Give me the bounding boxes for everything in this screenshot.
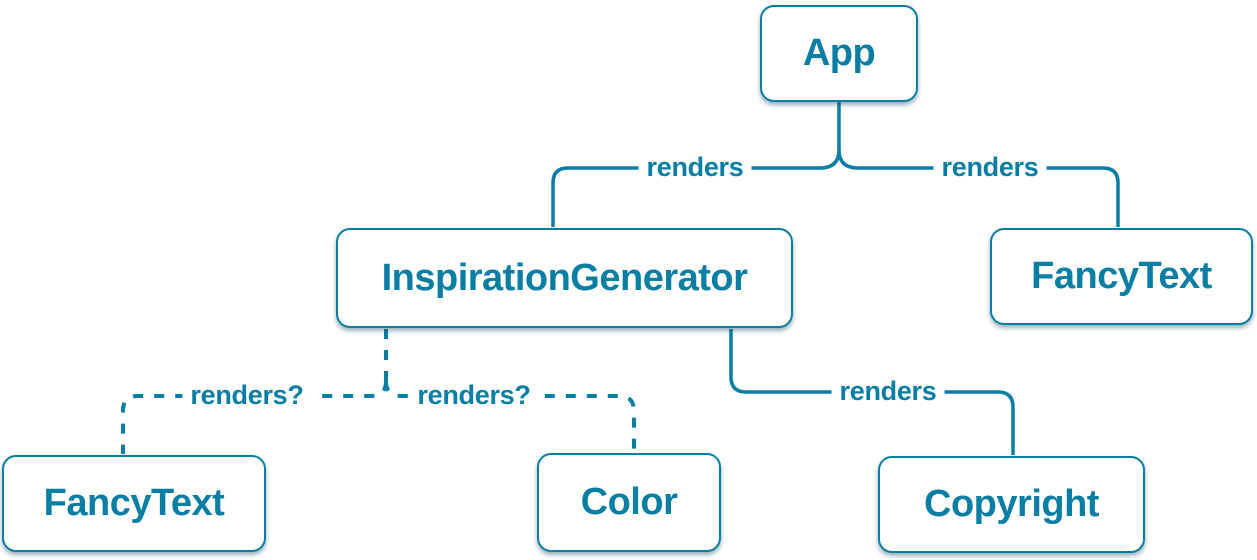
node-fancy-text-top: FancyText <box>990 228 1253 325</box>
node-fancy-text-bottom: FancyText <box>2 455 266 552</box>
edge-label-inspiration-generator-copyright: renders <box>831 376 945 407</box>
node-copyright: Copyright <box>878 456 1145 553</box>
node-app: App <box>760 5 918 102</box>
node-color: Color <box>537 453 721 552</box>
edge-label-app-inspiration-generator: renders <box>638 152 752 183</box>
edge-label-inspiration-generator-color: renders? <box>409 380 539 411</box>
node-app-label: App <box>802 32 876 74</box>
edge-inspiration-generator-to-fancy-text-dashed <box>121 380 388 454</box>
node-fancy-text-top-label: FancyText <box>1031 255 1212 297</box>
node-fancy-text-bottom-label: FancyText <box>43 482 225 524</box>
node-copyright-label: Copyright <box>924 483 1099 525</box>
edge-inspiration-generator-to-color-dashed <box>384 380 636 451</box>
edge-label-inspiration-generator-fancy-text: renders? <box>182 380 312 411</box>
edge-app-to-fancy-text <box>837 149 1120 227</box>
edge-app-to-inspiration-generator <box>551 149 841 227</box>
node-inspiration-generator-label: InspirationGenerator <box>381 256 748 299</box>
edge-label-app-fancy-text: renders <box>933 152 1047 183</box>
node-inspiration-generator: InspirationGenerator <box>336 228 793 328</box>
node-color-label: Color <box>580 481 678 523</box>
